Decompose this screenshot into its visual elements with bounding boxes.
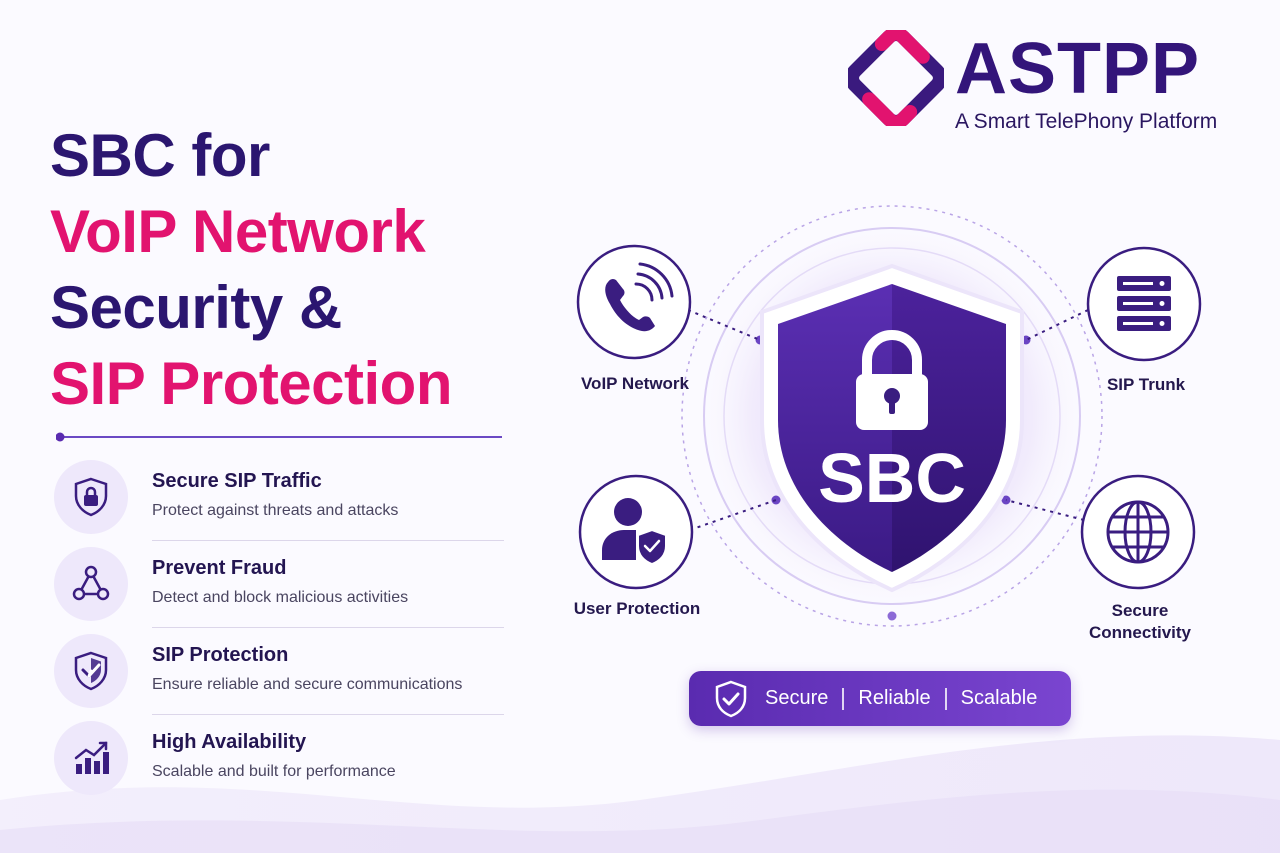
- sbc-diagram: SBC: [576, 205, 1202, 627]
- sbc-label: SBC: [818, 439, 966, 517]
- feature-item-secure-sip-traffic: Secure SIP Traffic Protect against threa…: [54, 460, 504, 547]
- feature-item-prevent-fraud: Prevent Fraud Detect and block malicious…: [54, 547, 504, 634]
- headline: SBC for VoIP Network Security & SIP Prot…: [50, 118, 530, 422]
- label-secure-connectivity: Secure Connectivity: [1070, 600, 1210, 644]
- headline-line-4: SIP Protection: [50, 350, 452, 417]
- phone-wifi-icon: [605, 262, 674, 332]
- feature-separator: [152, 714, 504, 715]
- shield-check-icon: [711, 679, 751, 719]
- feature-separator: [152, 627, 504, 628]
- features-badge: Secure Reliable Scalable: [689, 671, 1071, 726]
- badge-scalable: Scalable: [960, 687, 1038, 709]
- feature-item-sip-protection: SIP Protection Ensure reliable and secur…: [54, 634, 504, 721]
- feature-title: Secure SIP Traffic: [152, 470, 322, 492]
- badge-separator: [944, 687, 947, 710]
- bar-chart-up-icon: [54, 721, 128, 795]
- label-secure-connectivity-line-2: Connectivity: [1088, 623, 1192, 642]
- node-sip-trunk: [1086, 246, 1202, 362]
- feature-item-high-availability: High Availability Scalable and built for…: [54, 721, 504, 808]
- feature-desc: Ensure reliable and secure communication…: [152, 676, 463, 693]
- astpp-logo-icon: [848, 30, 944, 126]
- label-secure-connectivity-line-1: Secure: [1111, 601, 1169, 620]
- feature-title: SIP Protection: [152, 644, 289, 666]
- node-user-protection: [578, 474, 694, 590]
- server-icon: [1117, 276, 1171, 331]
- feature-desc: Detect and block malicious activities: [152, 589, 409, 606]
- padlock-icon: [856, 330, 928, 430]
- label-user-protection: User Protection: [573, 599, 701, 618]
- node-voip-network: [576, 244, 692, 360]
- shield-check-icon: [54, 634, 128, 708]
- headline-line-1: SBC for: [50, 122, 270, 189]
- network-triangle-icon: [54, 547, 128, 621]
- badge-secure: Secure: [765, 687, 829, 709]
- label-voip-network: VoIP Network: [580, 374, 689, 393]
- logo-title: ASTPP: [955, 29, 1201, 109]
- feature-title: High Availability: [152, 731, 307, 753]
- headline-divider: [56, 432, 502, 442]
- badge-reliable: Reliable: [858, 687, 931, 709]
- user-shield-icon: [602, 498, 667, 566]
- feature-title: Prevent Fraud: [152, 557, 287, 579]
- badge-separator: [842, 687, 845, 710]
- feature-desc: Protect against threats and attacks: [152, 502, 399, 519]
- headline-line-3: Security &: [50, 274, 342, 341]
- logo-subtitle: A Smart TelePhony Platform: [955, 110, 1218, 133]
- globe-icon: [1106, 500, 1170, 564]
- shield-lock-icon: [54, 460, 128, 534]
- feature-desc: Scalable and built for performance: [152, 763, 396, 780]
- feature-separator: [152, 540, 504, 541]
- label-sip-trunk: SIP Trunk: [1106, 375, 1186, 394]
- node-secure-connectivity: [1080, 474, 1196, 590]
- feature-list: Secure SIP Traffic Protect against threa…: [54, 460, 504, 808]
- headline-line-2: VoIP Network: [50, 198, 426, 265]
